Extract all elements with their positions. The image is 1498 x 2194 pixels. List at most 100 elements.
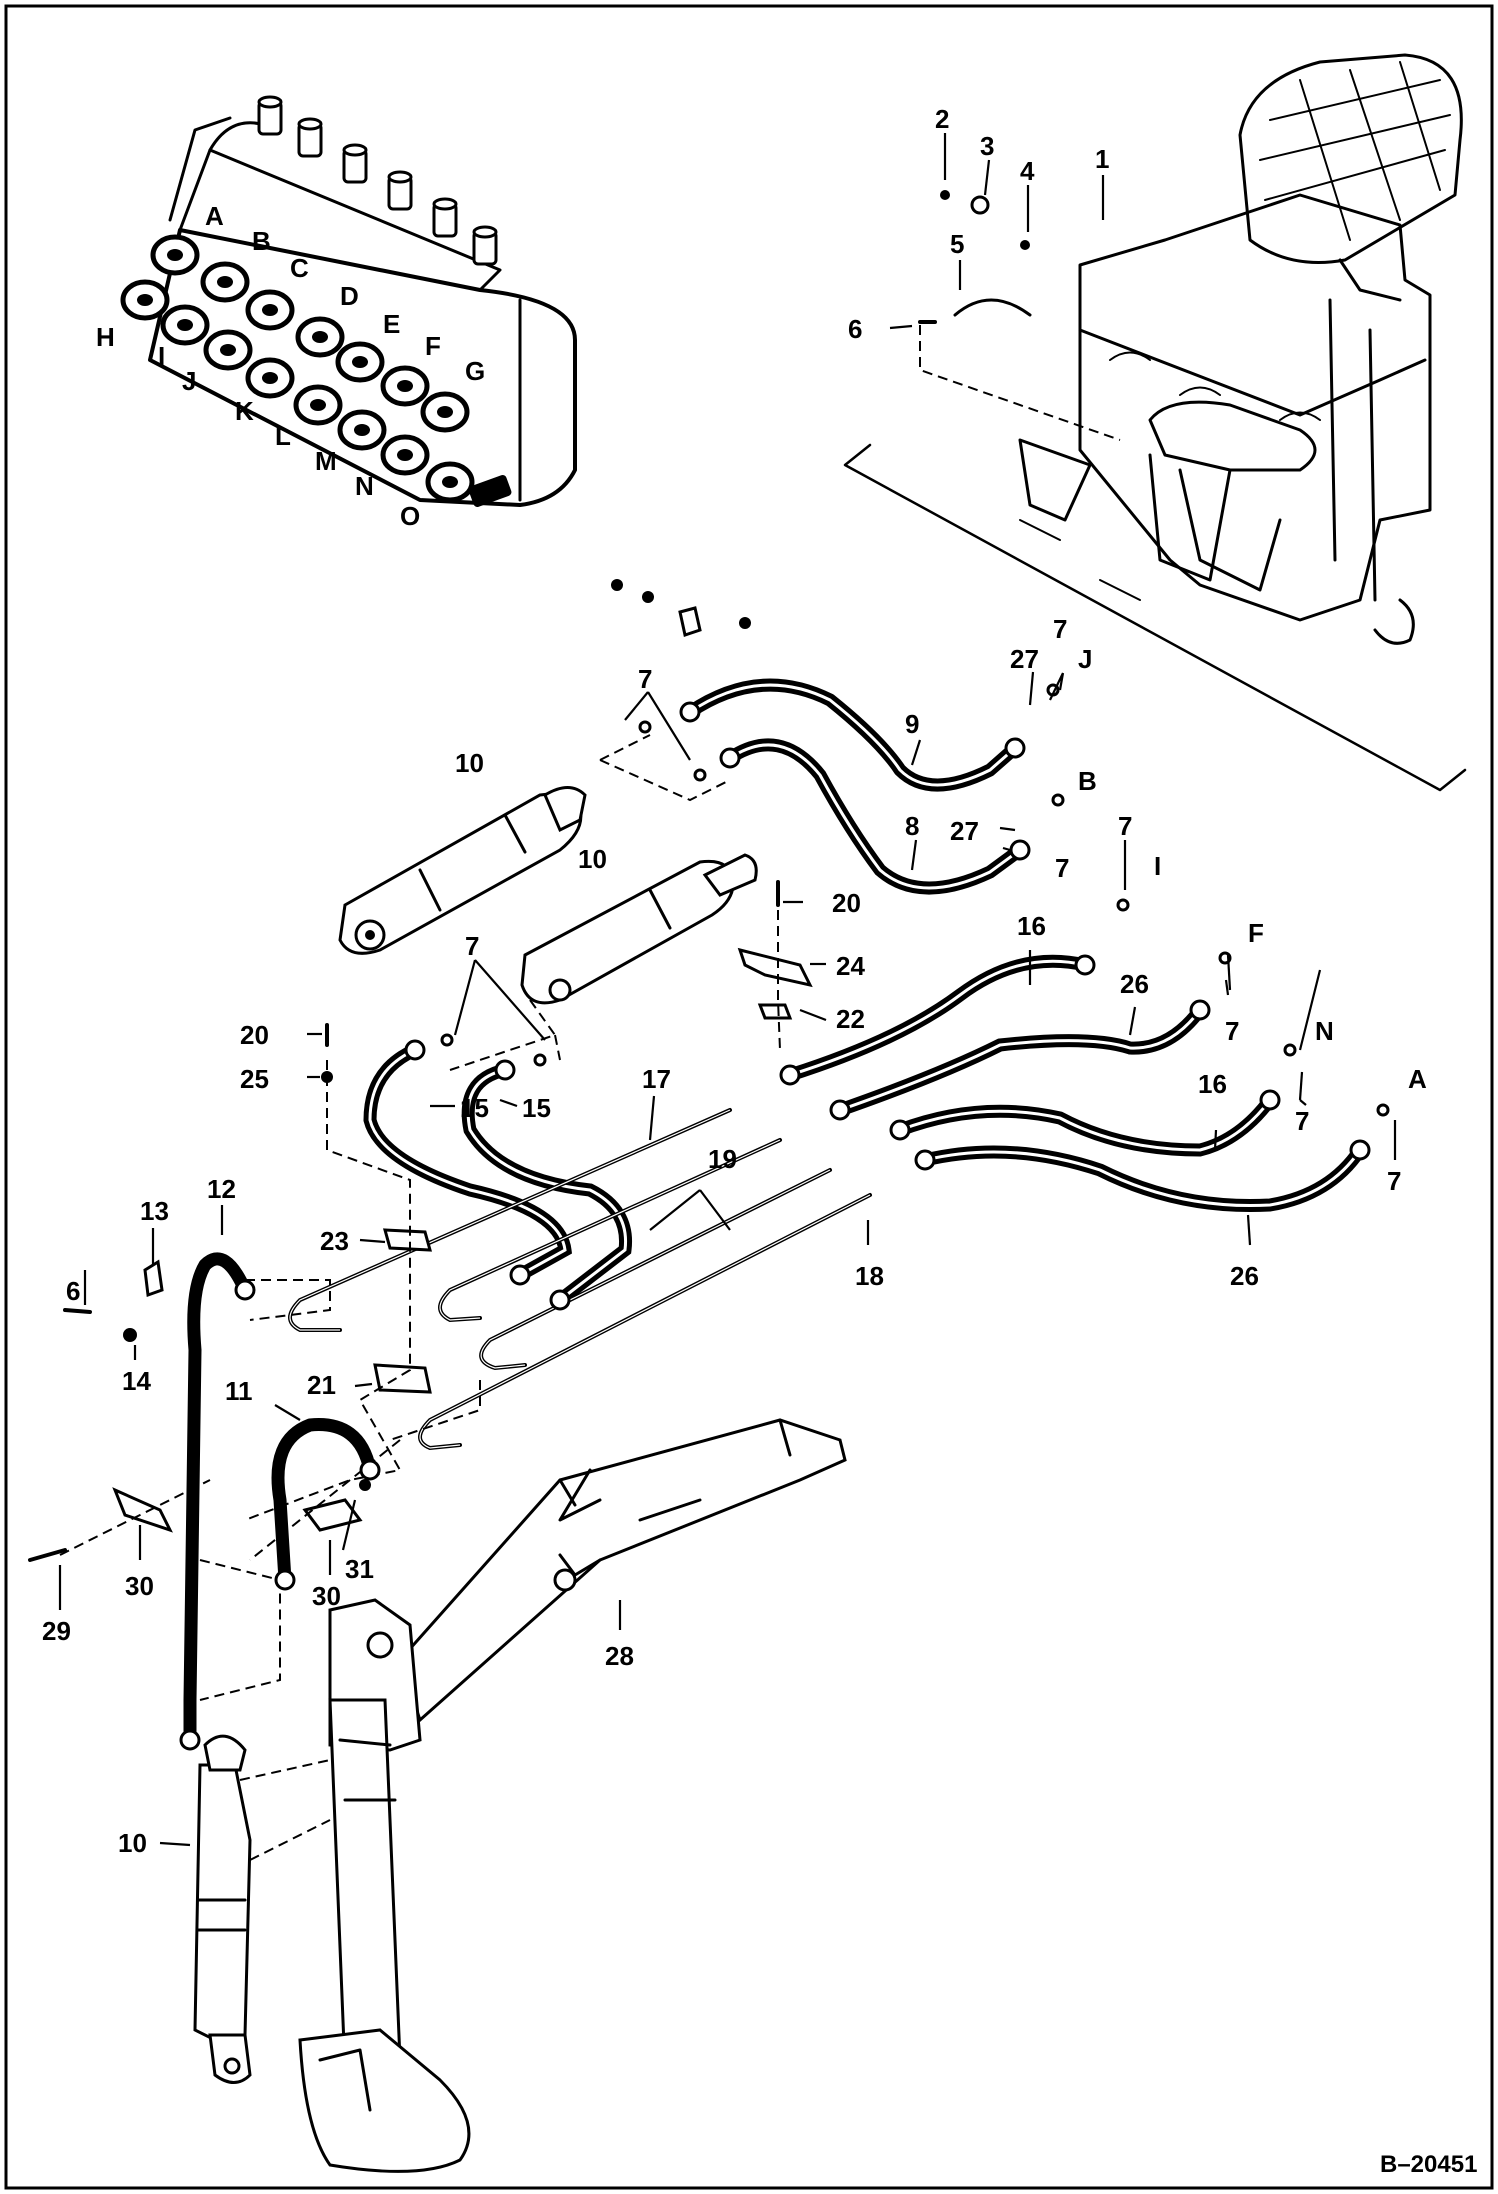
port-label-j: J <box>182 366 196 396</box>
seat-and-frame <box>843 53 1467 792</box>
hose-16-upper <box>783 954 1092 1082</box>
spool-cap-top <box>342 143 368 157</box>
valve-port-bore <box>442 476 458 488</box>
port-label-l: L <box>275 421 291 451</box>
callout-26-upper: 26 <box>1120 969 1149 999</box>
callout-20-upper: 20 <box>832 888 861 918</box>
spool-cap-top <box>257 95 283 109</box>
callout-5: 5 <box>950 229 964 259</box>
hose-end-fitting <box>549 1289 571 1311</box>
hose-end-fitting <box>1349 1139 1371 1161</box>
hose-end-fitting <box>234 1279 256 1301</box>
hose-port-label-a: A <box>1408 1064 1427 1094</box>
hose-port-label-n: N <box>1315 1016 1334 1046</box>
hose-end-fitting <box>1074 954 1096 976</box>
nut-14 <box>123 1328 137 1342</box>
cylinder-lower <box>193 1734 252 2084</box>
callout-4: 4 <box>1020 156 1035 186</box>
port-label-f: F <box>425 331 441 361</box>
callout-30-left: 30 <box>125 1571 154 1601</box>
spool-cap-top <box>387 170 413 184</box>
tube-18 <box>418 1193 872 1451</box>
valve-port-bore <box>312 331 328 343</box>
callout-24: 24 <box>836 951 865 981</box>
callout-numbers: 1 2 3 4 5 6 7 7 7 7 7 7 7 7 8 9 10 10 10… <box>42 104 1401 1858</box>
callout-19: 19 <box>708 1144 737 1174</box>
bracket-13 <box>143 1259 164 1298</box>
valve-port-bore <box>397 380 413 392</box>
control-valve-assembly <box>148 116 577 507</box>
hose-port-label-f: F <box>1248 918 1264 948</box>
plate-21 <box>373 1363 432 1394</box>
valve-port-bore <box>262 304 278 316</box>
hose-end-fitting <box>274 1569 296 1591</box>
hose-end-fitting <box>829 1099 851 1121</box>
plate-22 <box>757 1003 793 1020</box>
cylinder-upper <box>338 786 587 955</box>
clamp-30-left <box>112 1487 173 1533</box>
callout-26-lower: 26 <box>1230 1261 1259 1291</box>
valve-port-bore <box>167 249 183 261</box>
callout-7-i: 7 <box>1118 811 1132 841</box>
valve-port-bore <box>310 399 326 411</box>
callout-22: 22 <box>836 1004 865 1034</box>
hose-end-fitting <box>1004 737 1026 759</box>
valve-port-bore <box>137 294 153 306</box>
callout-25: 25 <box>240 1064 269 1094</box>
hose-9 <box>683 678 1022 792</box>
callout-20-lower: 20 <box>240 1020 269 1050</box>
port-label-n: N <box>355 471 374 501</box>
valve-port-bore <box>354 424 370 436</box>
callout-21: 21 <box>307 1370 336 1400</box>
callout-9: 9 <box>905 709 919 739</box>
callout-30-right: 30 <box>312 1581 341 1611</box>
callout-16-upper: 16 <box>1017 911 1046 941</box>
callout-14: 14 <box>122 1366 151 1396</box>
callout-16-lower: 16 <box>1198 1069 1227 1099</box>
hose-end-fitting <box>1259 1089 1281 1111</box>
spool-cap-top <box>472 225 498 239</box>
callout-7-b: 7 <box>1055 853 1069 883</box>
valve-port-bore <box>262 372 278 384</box>
hose-end-fitting <box>719 747 741 769</box>
port-label-o: O <box>400 501 420 531</box>
callout-29: 29 <box>42 1616 71 1646</box>
hardware-cluster-top <box>611 579 751 637</box>
callout-7-middle: 7 <box>465 931 479 961</box>
callout-3: 3 <box>980 131 994 161</box>
port-label-d: D <box>340 281 359 311</box>
port-label-e: E <box>383 309 400 339</box>
hose-end-fitting <box>889 1119 911 1141</box>
hose-port-label-i: I <box>1154 851 1161 881</box>
callout-23: 23 <box>320 1226 349 1256</box>
hose-port-label-j: J <box>1078 644 1092 674</box>
hose-end-fitting <box>1009 839 1031 861</box>
callout-15-right: 15 <box>522 1093 551 1123</box>
strap-5 <box>953 298 1032 317</box>
callout-10-upper: 10 <box>455 748 484 778</box>
callout-7-j: 7 <box>1053 614 1067 644</box>
valve-port-bore <box>397 449 413 461</box>
assembly-lines <box>59 325 1121 1861</box>
callout-28: 28 <box>605 1641 634 1671</box>
page-border <box>4 4 1494 2190</box>
callout-6-left: 6 <box>66 1276 80 1306</box>
drawing-reference: B–20451 <box>1380 2151 1477 2178</box>
callout-10-middle: 10 <box>578 844 607 874</box>
port-label-c: C <box>290 253 309 283</box>
hose-end-fitting <box>1189 999 1211 1021</box>
hose-end-fitting <box>779 1064 801 1086</box>
hose-routing <box>183 678 1367 1747</box>
callout-27-lower: 27 <box>950 816 979 846</box>
valve-port-bore <box>437 406 453 418</box>
hose-26-lower <box>918 1143 1367 1213</box>
callout-27-upper: 27 <box>1010 644 1039 674</box>
callout-7-n: 7 <box>1295 1106 1309 1136</box>
spool-cap-top <box>297 117 323 131</box>
callout-7-upper: 7 <box>638 664 652 694</box>
leader-lines <box>58 133 1397 1847</box>
callout-2: 2 <box>935 104 949 134</box>
callout-1: 1 <box>1095 144 1109 174</box>
